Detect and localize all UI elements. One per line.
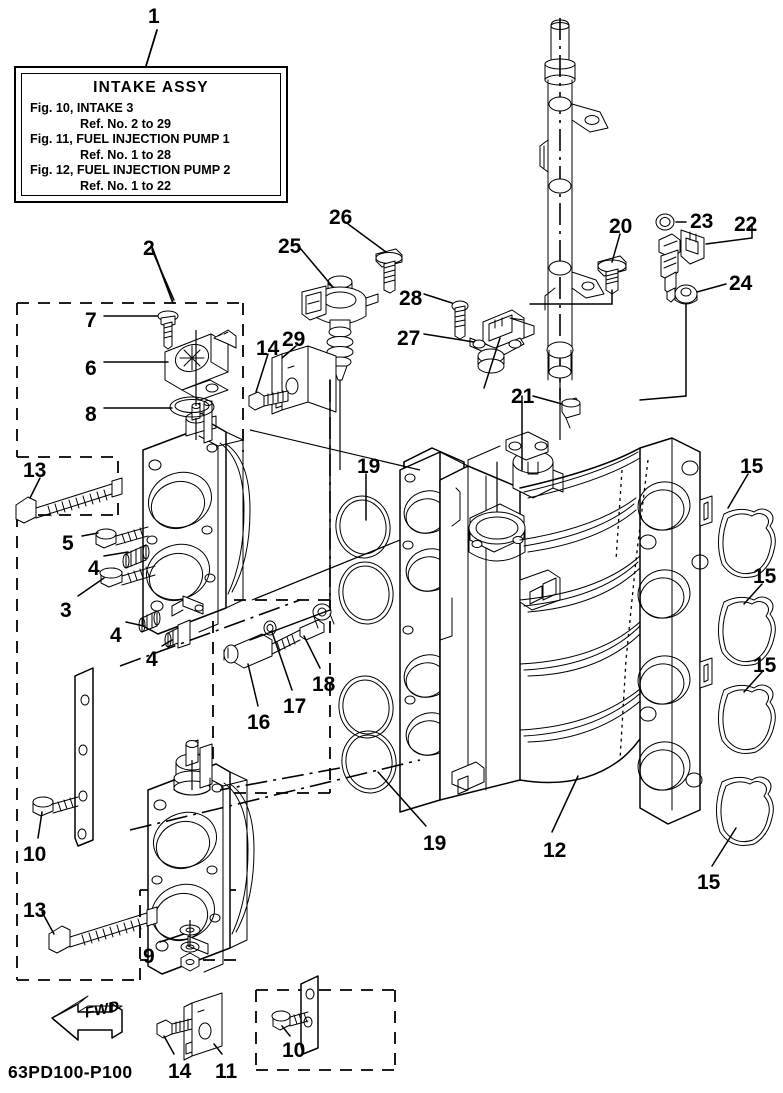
info-box: INTAKE ASSY Fig. 10, INTAKE 3 Ref. No. 2… [14, 66, 288, 203]
bracket-29 [271, 345, 337, 415]
fuel-rail [539, 18, 609, 400]
callout-4c: 4 [146, 648, 158, 671]
callout-10a: 10 [23, 843, 47, 866]
bolt-26 [375, 248, 403, 294]
callout-28: 28 [399, 287, 423, 310]
throttle-body-upper [142, 400, 251, 635]
callout-14b: 14 [168, 1060, 192, 1083]
info-box-title: INTAKE ASSY [93, 79, 209, 96]
callout-19a: 19 [357, 455, 381, 478]
callout-5: 5 [62, 532, 74, 555]
callout-7: 7 [85, 309, 97, 332]
callout-14a: 14 [256, 337, 280, 360]
bracket-plate-left [74, 667, 94, 847]
callout-15b: 15 [753, 565, 777, 588]
callout-21: 21 [511, 385, 535, 408]
bracket-11 [183, 992, 223, 1061]
intake-manifold-12 [399, 431, 713, 825]
gasket-15-b [718, 596, 776, 666]
callout-23: 23 [690, 210, 714, 233]
callout-26: 26 [329, 206, 353, 229]
o-ring-19-c [338, 675, 394, 739]
long-bolt-13-lower [48, 906, 158, 954]
long-bolt-13-upper [15, 477, 123, 524]
o-ring-19-b [338, 561, 394, 625]
plug-21 [561, 397, 581, 429]
bolt-5 [95, 526, 149, 549]
info-box-line-1: Fig. 10, INTAKE 3 [30, 101, 134, 115]
o-ring-8 [169, 396, 215, 418]
callout-19b: 19 [423, 832, 447, 855]
o-ring-19-d [341, 730, 397, 794]
callout-3: 3 [60, 599, 72, 622]
leader-1 [145, 29, 158, 67]
screw-28 [451, 300, 469, 340]
bolt-14-upper [248, 390, 289, 411]
group-boundary-linkage [212, 599, 331, 794]
screw-7 [157, 310, 179, 350]
spring-4-c [164, 619, 191, 649]
callout-13a: 13 [23, 459, 47, 482]
callout-29: 29 [282, 328, 306, 351]
callout-9: 9 [143, 945, 155, 968]
callout-27: 27 [397, 327, 421, 350]
callout-16: 16 [247, 711, 271, 734]
callout-17: 17 [283, 695, 307, 718]
callout-6: 6 [85, 357, 97, 380]
callout-25: 25 [278, 235, 302, 258]
bracket-plate-strip [300, 975, 319, 1055]
grommet-24 [674, 284, 698, 305]
fuel-injector-22 [655, 213, 705, 303]
callout-15a: 15 [740, 455, 764, 478]
gasket-15-d [716, 776, 774, 846]
callout-10b: 10 [282, 1039, 306, 1062]
leader-lines [29, 221, 763, 1055]
callout-4a: 4 [88, 557, 100, 580]
callout-11: 11 [215, 1060, 238, 1083]
info-box-line-5: Fig. 12, FUEL INJECTION PUMP 2 [30, 163, 231, 177]
info-box-inner: INTAKE ASSY Fig. 10, INTAKE 3 Ref. No. 2… [21, 73, 281, 196]
callout-8: 8 [85, 403, 97, 426]
callout-24: 24 [729, 272, 753, 295]
spring-4-a [122, 544, 150, 569]
bolt-20 [597, 255, 627, 295]
tps-sensor-6 [164, 329, 237, 401]
gasket-15-a [718, 508, 776, 578]
callout-2: 2 [143, 237, 155, 260]
drawing-part-number: 63PD100-P100 [8, 1062, 133, 1082]
group-boundary-bottom-right [255, 989, 396, 1071]
link-rod-16-17-18 [223, 603, 335, 669]
callout-13b: 13 [23, 899, 47, 922]
info-box-line-4: Ref. No. 1 to 28 [80, 147, 171, 162]
callout-22: 22 [734, 213, 758, 236]
throttle-body-lower [147, 739, 255, 975]
callout-18: 18 [312, 673, 336, 696]
bolt-10-bottom [271, 1010, 309, 1031]
callout-15d: 15 [697, 871, 721, 894]
fwd-arrow: FWD [51, 995, 123, 1041]
callout-4b: 4 [110, 624, 122, 647]
gasket-15-c [718, 684, 776, 754]
callout-15c: 15 [753, 654, 777, 677]
callout-12: 12 [543, 839, 567, 862]
o-ring-19-a [335, 495, 391, 559]
info-box-line-6: Ref. No. 1 to 22 [80, 178, 171, 193]
info-box-line-3: Fig. 11, FUEL INJECTION PUMP 1 [30, 132, 230, 146]
pressure-sensor-27 [469, 309, 535, 374]
callout-1: 1 [148, 5, 160, 28]
bolt-3 [99, 565, 156, 588]
info-box-line-2: Ref. No. 2 to 29 [80, 116, 171, 131]
bolt-14-bottom [156, 1018, 193, 1039]
bolt-10-left [32, 796, 79, 817]
callout-20: 20 [609, 215, 633, 238]
assembly-guides [119, 330, 561, 946]
